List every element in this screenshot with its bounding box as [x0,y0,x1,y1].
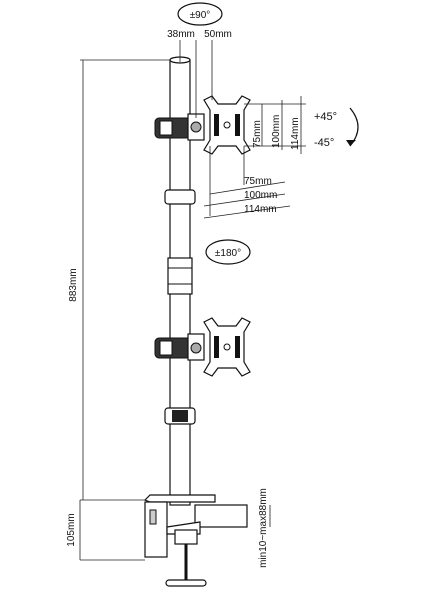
lower-collar [164,407,196,425]
upper-vesa-plate [203,95,251,155]
tilt-top-label: ±90° [190,10,211,21]
swivel-arrow [346,107,359,147]
vesa-v-75-label: 75mm [252,120,263,148]
lower-vesa-plate [203,317,251,377]
clamp-height-dimension [79,500,145,561]
vesa-v-114-label: 114mm [290,117,301,150]
clamp-height-label: 105mm [66,513,77,546]
offset-right-label: 50mm [204,29,232,40]
vesa-v-100-label: 100mm [271,115,282,148]
swivel-down-label: -45° [314,137,334,149]
tilt-arrow [177,2,223,26]
upper-arm-bracket [154,113,205,141]
vesa-horizontal-dimensions [203,146,291,219]
vesa-h-114-label: 114mm [244,204,277,215]
pole-height-dimension [80,59,170,501]
desk-clamp [143,494,248,587]
pole-height-label: 883mm [68,268,79,301]
rotate-label: ±180° [215,248,241,259]
pole [164,56,196,506]
rotate-arrow [205,239,251,265]
vesa-vertical-dimensions [244,96,306,154]
offset-left-label: 38mm [167,29,195,40]
offset-dimension [179,40,213,118]
vesa-h-100-label: 100mm [244,190,277,201]
vesa-h-75-label: 75mm [244,176,272,187]
clamp-range-label: min10~max88mm [258,488,269,568]
swivel-up-label: +45° [314,111,337,123]
lower-arm-bracket [154,333,205,361]
